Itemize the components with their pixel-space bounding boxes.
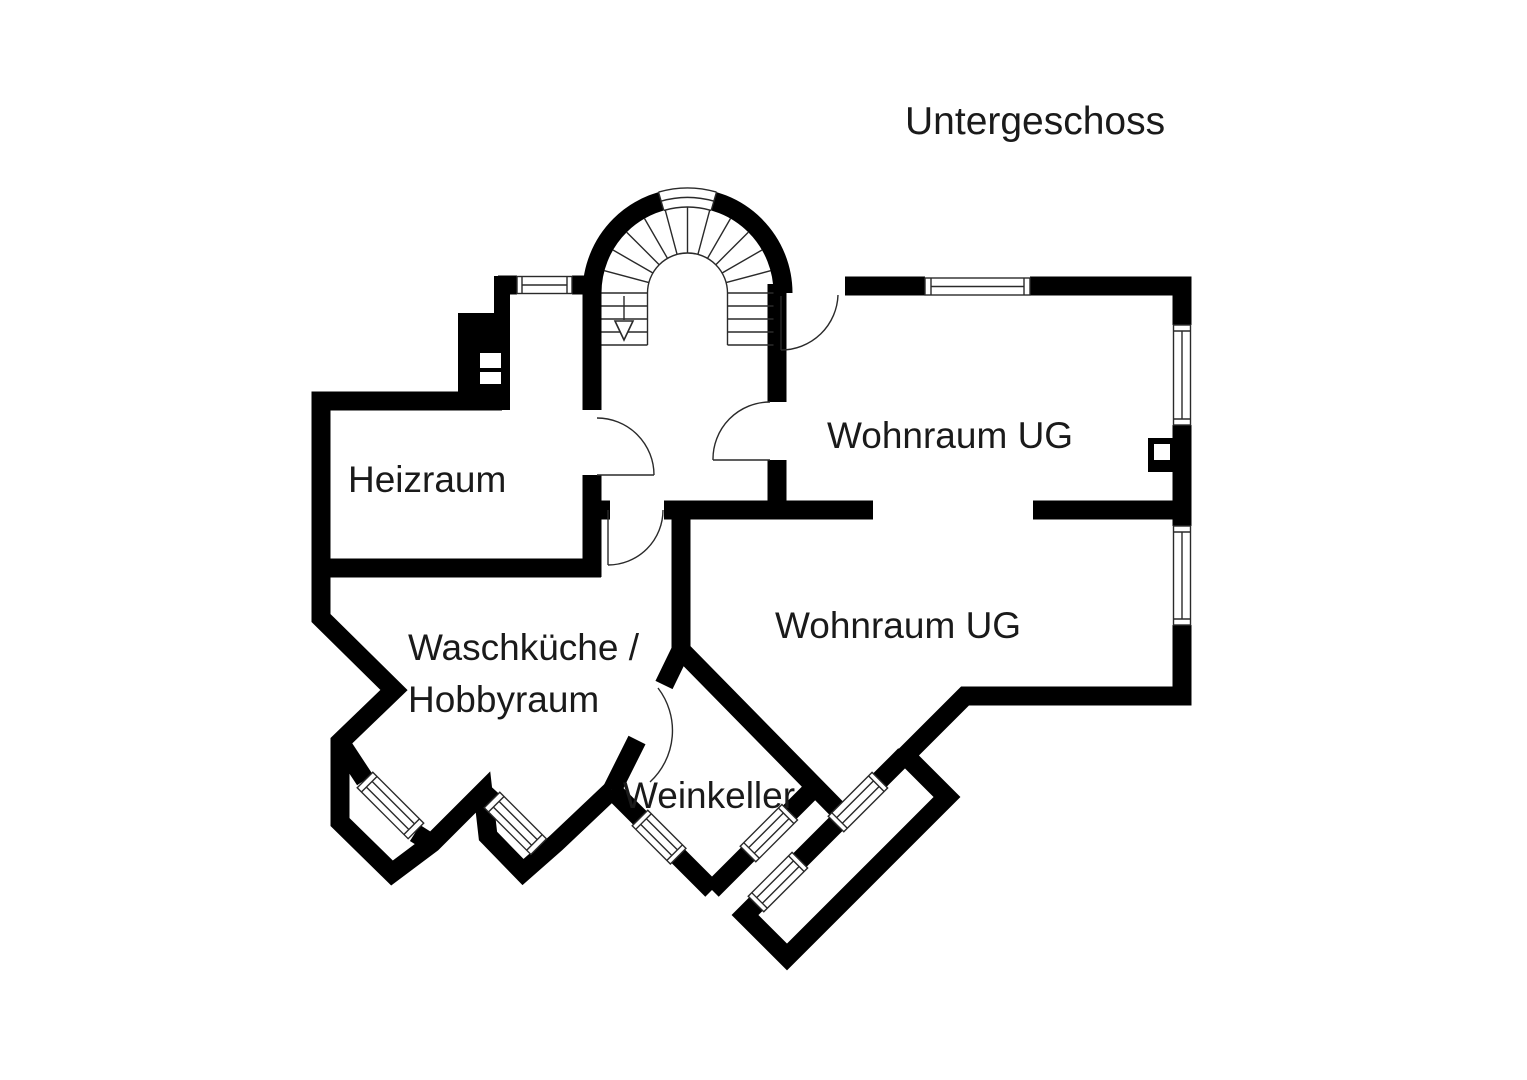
windows-diagonal bbox=[356, 771, 889, 913]
wall-weinkeller-se bbox=[705, 780, 822, 897]
stair-treads-radial bbox=[604, 207, 771, 284]
label-wohnraum-lower: Wohnraum UG bbox=[775, 605, 1021, 646]
wall-upper-top-right bbox=[1030, 276, 1192, 325]
window-right-lower bbox=[1172, 525, 1192, 626]
label-waschkueche-line2: Hobbyraum bbox=[408, 679, 599, 720]
window-right-bay-upper bbox=[827, 771, 889, 833]
walls bbox=[311, 188, 1192, 971]
label-waschkueche-line1: Waschküche / bbox=[408, 627, 640, 668]
staircase bbox=[601, 187, 774, 346]
wall-right-bottom bbox=[896, 625, 1192, 765]
window-right-upper bbox=[1172, 324, 1192, 426]
label-weinkeller: Weinkeller bbox=[623, 775, 795, 816]
label-wohnraum-upper: Wohnraum UG bbox=[827, 415, 1073, 456]
chimney-riser bbox=[494, 276, 510, 316]
label-heizraum: Heizraum bbox=[348, 459, 506, 500]
stair-treads-flights bbox=[601, 292, 774, 346]
page-title: Untergeschoss bbox=[905, 100, 1165, 143]
wall-waschkueche-wohnraum bbox=[671, 501, 845, 817]
wall-right-bay bbox=[731, 748, 961, 971]
chimney-flue-1 bbox=[480, 353, 501, 368]
door-hall-to-waschkueche bbox=[607, 509, 664, 566]
window-bay1 bbox=[356, 771, 425, 840]
stair-down-arrow-icon bbox=[613, 320, 635, 342]
right-wall-notch bbox=[1148, 438, 1182, 472]
windows-straight bbox=[516, 275, 1192, 626]
window-weinkeller-se bbox=[739, 803, 799, 863]
door-stair-to-wohnraum bbox=[780, 294, 839, 351]
labels: Untergeschoss Heizraum Wohnraum UG Wohnr… bbox=[348, 100, 1165, 816]
stair-well bbox=[646, 252, 729, 345]
wall-jamb-bay1 bbox=[332, 736, 440, 854]
window-right-bay-lower bbox=[747, 851, 809, 913]
door-heizraum bbox=[596, 417, 655, 476]
window-bay2 bbox=[483, 791, 548, 856]
window-top bbox=[924, 277, 1031, 296]
wall-heizraum-left-zigzag bbox=[311, 391, 619, 886]
chimney-block bbox=[458, 276, 510, 410]
chimney-flue-2 bbox=[480, 372, 501, 384]
door-hall-to-wohnraum bbox=[712, 401, 771, 461]
doors bbox=[596, 294, 839, 783]
window-vestibule bbox=[516, 275, 573, 295]
door-waschkueche-to-weinkeller bbox=[649, 687, 674, 783]
notch-hole bbox=[1154, 444, 1170, 460]
window-weinkeller-sw bbox=[631, 809, 687, 865]
wall-weinkeller-nw bbox=[603, 645, 690, 795]
